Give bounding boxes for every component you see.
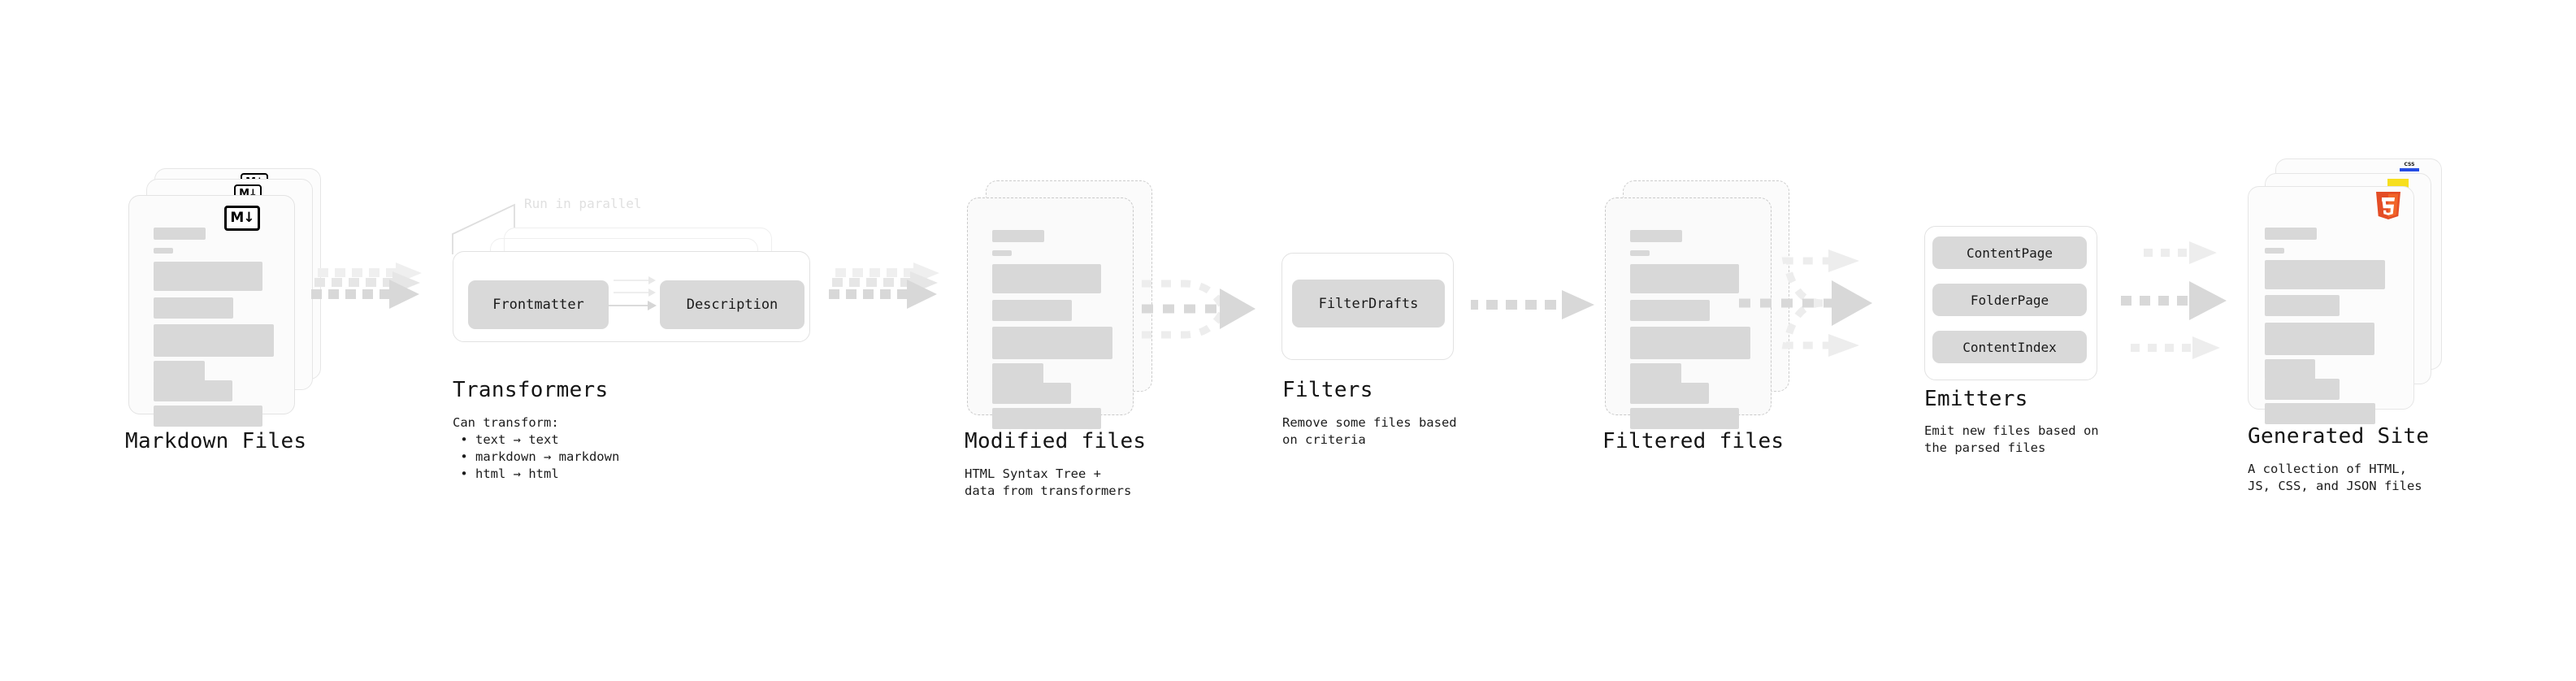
skeleton-line (992, 264, 1101, 293)
skeleton-line (2265, 260, 2385, 289)
connector-filters-to-filtered (1471, 290, 1594, 319)
stage-title-emitters: Emitters (1924, 387, 2028, 411)
skeleton-line (2265, 228, 2317, 240)
stage-title-transformers: Transformers (453, 378, 609, 402)
connector-filtered-to-emitters (1739, 249, 1872, 357)
html5-shield-icon (2376, 192, 2400, 219)
emitter-item-contentpage[interactable]: ContentPage (1932, 236, 2087, 269)
skeleton-line (1630, 363, 1681, 384)
stage-title-modified-files: Modified files (965, 429, 1147, 453)
skeleton-line (154, 248, 173, 254)
skeleton-line (2265, 295, 2340, 316)
stage-title-markdown-files: Markdown Files (125, 429, 307, 453)
skeleton-line (154, 380, 232, 401)
css-badge-bar (2400, 168, 2419, 171)
css-badge: CSS (2400, 163, 2419, 171)
transformer-inner-arrows (604, 276, 657, 310)
skeleton-line (154, 324, 274, 357)
skeleton-line (992, 300, 1072, 321)
emitter-item-folderpage[interactable]: FolderPage (1932, 284, 2087, 316)
transformer-item-frontmatter-label: Frontmatter (492, 297, 584, 313)
emitter-item-folderpage-label: FolderPage (1970, 292, 2049, 308)
stage-subtitle-filters: Remove some files based on criteria (1282, 415, 1457, 447)
skeleton-line (2265, 403, 2375, 424)
emitter-item-contentpage-label: ContentPage (1967, 245, 2053, 261)
skeleton-line (992, 363, 1043, 384)
markdown-document-card (128, 195, 295, 427)
skeleton-line (154, 297, 233, 319)
markdown-badge-front: M↓ (224, 206, 260, 231)
modified-document-card (967, 197, 1134, 429)
skeleton-line (2265, 379, 2340, 400)
skeleton-line (992, 230, 1044, 242)
skeleton-line (1630, 383, 1709, 404)
skeleton-line (154, 361, 205, 382)
transformer-item-description[interactable]: Description (660, 280, 804, 329)
filter-item-filterdrafts[interactable]: FilterDrafts (1292, 280, 1445, 327)
filter-item-filterdrafts-label: FilterDrafts (1318, 295, 1419, 312)
transformer-item-description-label: Description (686, 297, 778, 313)
html5-badge: HTML (2374, 191, 2403, 225)
skeleton-line (154, 406, 262, 427)
skeleton-line (154, 262, 262, 291)
skeleton-line (1630, 408, 1739, 429)
site-document-card (2248, 186, 2414, 424)
stage-subtitle-generated-site: A collection of HTML, JS, CSS, and JSON … (2248, 462, 2422, 493)
skeleton-line (992, 327, 1112, 359)
skeleton-line (154, 228, 206, 240)
stage-subtitle-modified-files: HTML Syntax Tree + data from transformer… (965, 466, 1132, 498)
skeleton-line (1630, 230, 1682, 242)
run-in-parallel-bracket (452, 203, 515, 254)
stage-title-filtered-files: Filtered files (1602, 429, 1785, 453)
connector-md-to-transformers (311, 262, 422, 309)
skeleton-line (1630, 264, 1739, 293)
skeleton-line (992, 250, 1012, 256)
markdown-badge-front-text: M↓ (230, 210, 254, 226)
connector-emitters-to-site (2121, 241, 2227, 359)
skeleton-line (2265, 248, 2284, 254)
transformer-item-frontmatter[interactable]: Frontmatter (468, 280, 609, 329)
skeleton-line (1630, 300, 1710, 321)
stage-title-generated-site: Generated Site (2248, 424, 2430, 449)
skeleton-line (992, 408, 1101, 429)
skeleton-line (2265, 323, 2374, 355)
emitter-item-contentindex-label: ContentIndex (1962, 339, 2057, 355)
emitter-item-contentindex[interactable]: ContentIndex (1932, 331, 2087, 363)
connector-modified-to-filters (1142, 280, 1255, 339)
stage-title-filters: Filters (1282, 378, 1373, 402)
skeleton-line (1630, 250, 1650, 256)
skeleton-line (992, 383, 1071, 404)
css-badge-label: CSS (2404, 162, 2415, 167)
skeleton-line (2265, 359, 2315, 380)
connector-transformers-to-modified (829, 262, 939, 309)
stage-subtitle-emitters: Emit new files based on the parsed files (1924, 423, 2099, 455)
skeleton-line (1630, 327, 1750, 359)
stage-subtitle-transformers: Can transform: • text → text • markdown … (453, 415, 620, 481)
run-in-parallel-label: Run in parallel (524, 196, 642, 211)
